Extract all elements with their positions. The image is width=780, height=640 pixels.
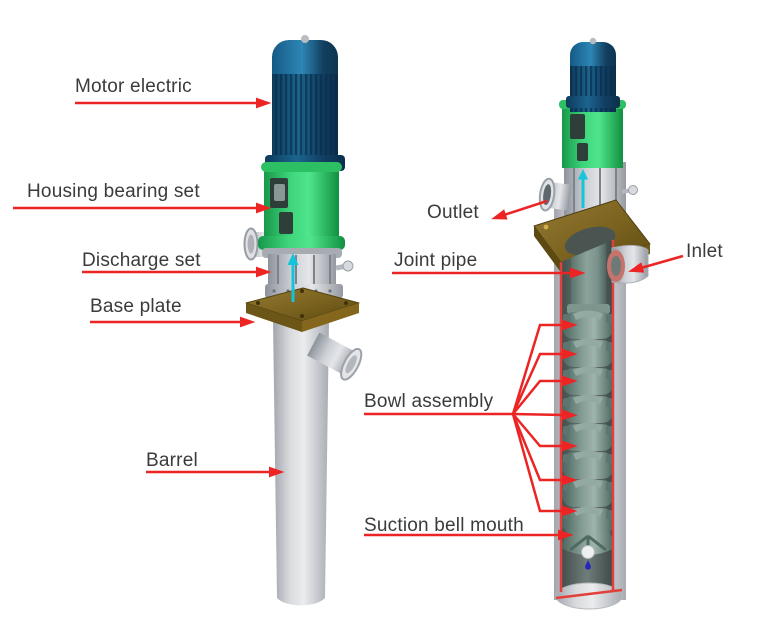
drip-indicator — [585, 560, 591, 570]
base-plate — [245, 287, 360, 332]
label-suction-bell-mouth: Suction bell mouth — [364, 515, 524, 536]
flow-arrow-up — [578, 169, 588, 208]
label-housing-bearing-set: Housing bearing set — [27, 181, 200, 202]
housing-bearing-set — [258, 162, 345, 250]
flow-arrow-up — [287, 253, 299, 302]
leader-outlet — [491, 199, 548, 220]
leader-inlet — [628, 254, 684, 273]
label-outlet: Outlet — [427, 202, 479, 223]
barrel — [273, 320, 363, 606]
barrel-side-nozzle — [307, 332, 363, 381]
leader-arrows — [13, 97, 684, 541]
discharge-nozzle — [243, 227, 274, 261]
suction-bell-mouth — [561, 532, 613, 570]
label-discharge-set: Discharge set — [82, 250, 201, 271]
label-motor-electric: Motor electric — [75, 76, 192, 97]
left-pump-external-view — [243, 35, 363, 606]
label-joint-pipe: Joint pipe — [394, 250, 478, 271]
label-inlet: Inlet — [686, 241, 723, 262]
label-bowl-assembly: Bowl assembly — [364, 391, 494, 412]
leader-bowl-assembly — [364, 319, 578, 517]
outlet-nozzle — [538, 177, 572, 212]
discharge-set — [262, 248, 354, 298]
barrel-bottom — [555, 582, 623, 610]
motor-electric — [265, 35, 345, 171]
motor-electric — [566, 37, 620, 112]
inlet-nozzle — [607, 244, 649, 284]
label-barrel: Barrel — [146, 450, 198, 471]
label-base-plate: Base plate — [90, 296, 182, 317]
right-pump-cutaway-view — [533, 37, 651, 610]
